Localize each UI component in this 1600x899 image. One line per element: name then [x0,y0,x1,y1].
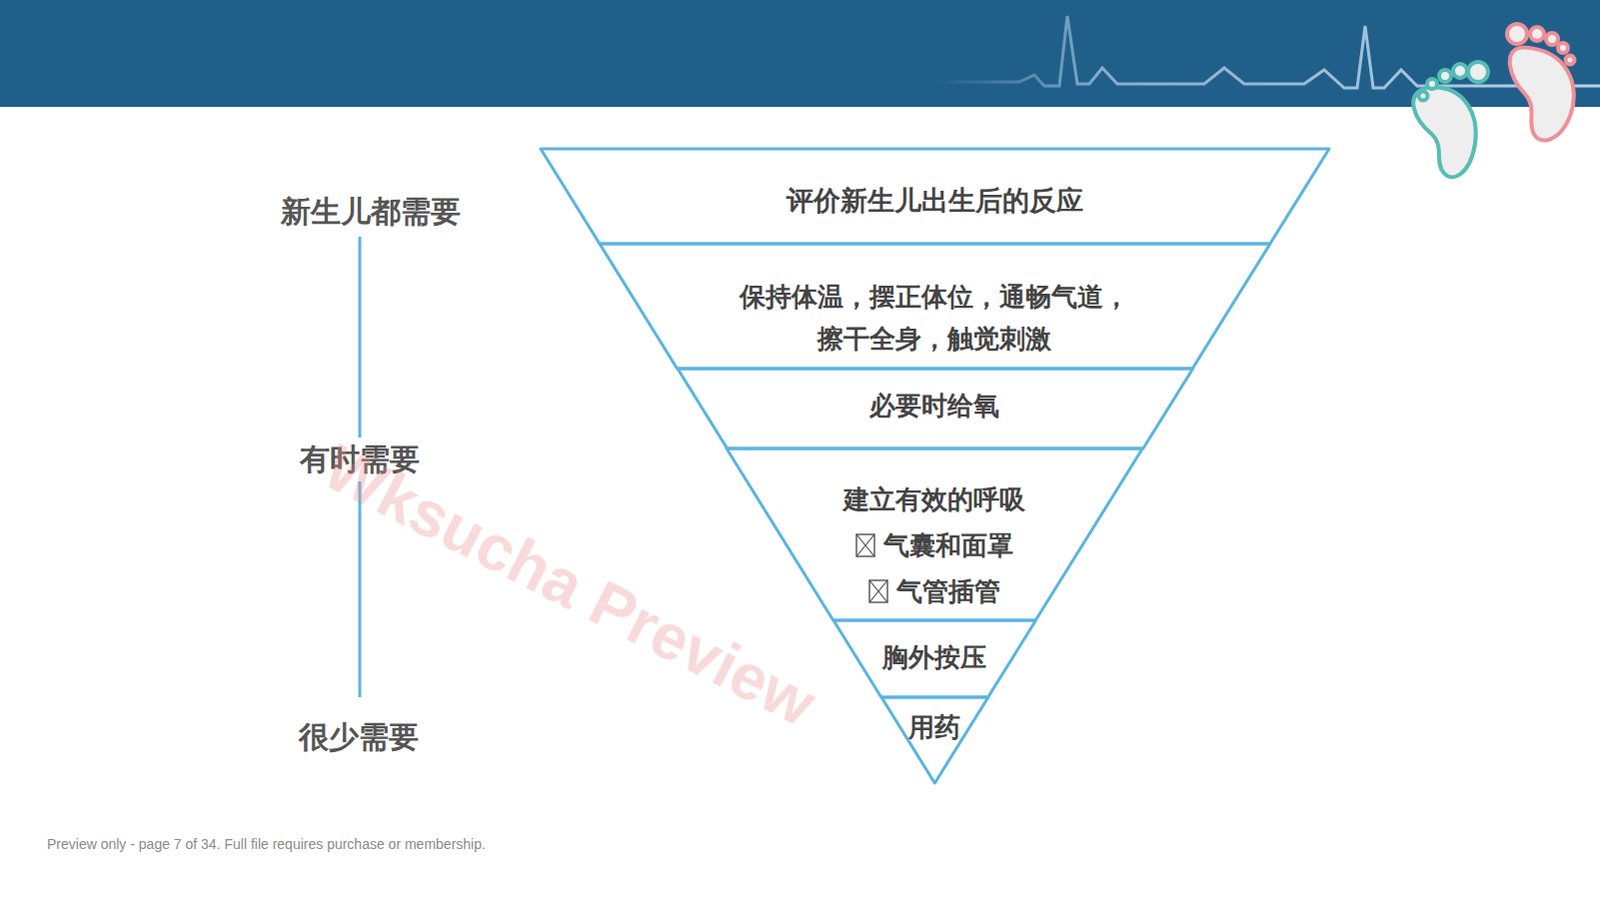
pyramid-band: 必要时给氧 [677,368,1194,449]
pyramid-band: 评价新生儿出生后的反应 [540,148,1330,244]
footer-note: Preview only - page 7 of 34. Full file r… [46,836,486,853]
band-line: 胸外按压 [882,640,987,675]
pyramid-band: 建立有效的呼吸气囊和面罩气管插管 [726,448,1143,621]
row-label: 新生儿都需要 [280,191,461,233]
band-content: 用药 [881,684,989,771]
band-border [599,243,1271,369]
band-title: 胸外按压 [882,640,987,675]
band-title: 评价新生儿出生后的反应 [786,182,1084,219]
header-bar [0,0,1600,107]
band-line: 用药 [908,712,961,743]
pink-foot [1499,23,1581,144]
scale-bar [358,236,362,438]
band-content: 保持体温，摆正体位，通畅气道， 擦干全身，触觉刺激 [599,254,1271,380]
band-title: 建立有效的呼吸 [843,476,1026,523]
band-title: 保持体温，摆正体位，通畅气道， 擦干全身，触觉刺激 [733,275,1137,360]
row-label: 很少需要 [298,717,419,759]
pyramid-band: 胸外按压 [833,620,1037,698]
band-item: 气管插管 [896,568,1001,615]
band-line: 保持体温，摆正体位，通畅气道， 擦干全身，触觉刺激 [733,275,1137,360]
ecg-line [939,15,1600,88]
band-border [677,368,1194,449]
band-border [726,448,1143,621]
watermark: Wksucha Preview [311,429,827,741]
checkbox-symbol [868,579,889,604]
band-content: 建立有效的呼吸气囊和面罩气管插管 [726,459,1143,632]
band-line: 建立有效的呼吸 [843,476,1026,523]
band-content: 必要时给氧 [677,365,1194,446]
teal-foot [1412,61,1489,181]
pyramid-band: 用药 [881,697,989,784]
band-item: 气囊和面罩 [883,522,1014,569]
band-line: 气管插管 [868,568,1001,615]
band-line: 必要时给氧 [869,387,1000,424]
band-title: 必要时给氧 [869,387,1000,424]
band-line: 气囊和面罩 [855,522,1014,569]
band-content: 胸外按压 [833,618,1037,696]
band-title: 用药 [908,712,961,743]
band-border [833,620,1037,698]
band-line: 评价新生儿出生后的反应 [786,182,1084,219]
band-content: 评价新生儿出生后的反应 [540,152,1330,248]
band-border [881,697,989,784]
checkbox-symbol [855,533,876,558]
band-border [540,148,1330,244]
pyramid-band: 保持体温，摆正体位，通畅气道， 擦干全身，触觉刺激 [599,243,1271,369]
